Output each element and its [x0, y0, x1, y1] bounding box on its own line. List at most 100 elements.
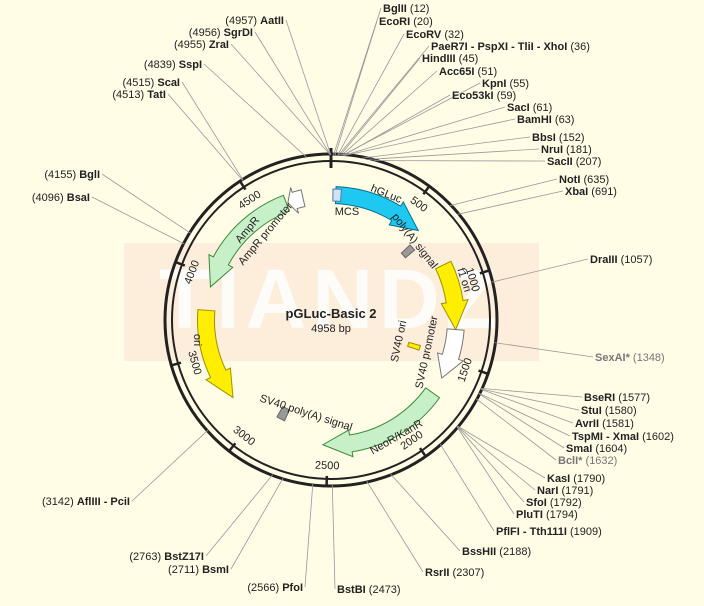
site-enzyme: AflIII - PciI: [77, 496, 130, 508]
site-label-sfoi: SfoI (1792): [526, 497, 582, 509]
site-enzyme: BclI*: [558, 455, 583, 467]
site-label-saci: SacI (61): [507, 102, 552, 114]
feature-label-mcs: MCS: [335, 206, 359, 218]
site-position: (2188): [496, 546, 531, 558]
site-enzyme: ScaI: [157, 77, 180, 89]
site-enzyme: RsrII: [425, 567, 449, 579]
site-leader: [457, 426, 545, 478]
site-leader: [206, 474, 273, 556]
site-position: (51): [474, 66, 497, 78]
site-label-bsshii: BssHII (2188): [462, 546, 531, 558]
site-leader: [458, 191, 563, 214]
site-enzyme: StuI: [581, 405, 602, 417]
site-label-paer7i-pspxi-tlii-xhoi: PaeR7I - PspXI - TliI - XhoI (36): [431, 41, 590, 53]
site-enzyme: SgrDI: [224, 27, 253, 39]
site-position: (1790): [570, 473, 605, 485]
site-label-kasi: KasI (1790): [547, 473, 605, 485]
site-position: (4155): [44, 169, 79, 181]
site-enzyme: BglI: [79, 169, 100, 181]
site-label-tspmi-xmai: TspMI - XmaI (1602): [572, 431, 674, 443]
site-enzyme: BsaI: [67, 192, 90, 204]
site-leader: [457, 426, 535, 490]
site-leader: [168, 94, 243, 181]
site-leader: [457, 426, 524, 502]
site-position: (1602): [639, 431, 674, 443]
site-label-nrui: NruI (181): [541, 144, 592, 156]
site-leader: [479, 394, 564, 449]
site-label-sacii: SacII (207): [547, 156, 601, 168]
site-enzyme: BglII: [383, 3, 407, 15]
site-label-bseri: BseRI (1577): [584, 392, 650, 404]
site-leader: [450, 179, 557, 206]
site-enzyme: NruI: [541, 144, 563, 156]
site-position: (3142): [42, 496, 77, 508]
site-position: (12): [407, 3, 430, 15]
site-position: (61): [530, 102, 553, 114]
site-leader: [332, 485, 335, 589]
site-leader: [182, 82, 243, 180]
site-position: (635): [580, 174, 609, 186]
site-enzyme: BstBI: [337, 584, 366, 596]
site-position: (1577): [615, 392, 650, 404]
site-leader: [481, 388, 582, 397]
site-leader: [440, 444, 494, 531]
site-enzyme: AvrII: [575, 418, 599, 430]
site-position: (4515): [123, 77, 158, 89]
site-label-hindiii: HindIII (45): [422, 53, 478, 65]
site-position: (2566): [247, 582, 282, 594]
site-enzyme: KpnI: [482, 78, 506, 90]
tick-label: 2500: [315, 460, 340, 473]
site-label-draiii: DraIII (1057): [590, 254, 652, 266]
feature-mcs: [333, 189, 342, 201]
feature-label-ori: ori: [191, 334, 203, 346]
site-position: (1909): [567, 526, 602, 538]
feature-label-sv40polya: SV40 poly(A) signal: [258, 393, 354, 434]
site-position: (152): [556, 132, 585, 144]
site-position: (45): [456, 53, 479, 65]
site-leader: [305, 484, 313, 587]
site-leader: [479, 393, 570, 436]
site-label-scai: (4515) ScaI: [123, 77, 181, 89]
site-position: (2763): [129, 551, 164, 563]
site-label-bgli: (4155) BglI: [44, 169, 100, 181]
site-position: (1794): [543, 509, 578, 521]
site-position: (4957): [225, 15, 260, 27]
site-enzyme: BstZ17I: [164, 551, 204, 563]
site-position: (4513): [112, 89, 147, 101]
site-enzyme: Eco53kI: [452, 90, 494, 102]
site-enzyme: Acc65I: [439, 66, 474, 78]
site-leader: [343, 95, 450, 156]
site-leader: [457, 427, 514, 514]
site-position: (1791): [558, 485, 593, 497]
site-enzyme: HindIII: [422, 53, 456, 65]
site-label-sgrdi: (4956) SgrDI: [189, 27, 253, 39]
site-label-avrii: AvrII (1581): [575, 418, 634, 430]
site-position: (2473): [366, 584, 401, 596]
site-label-afliii-pcii: (3142) AflIII - PciI: [42, 496, 130, 508]
site-enzyme: PflFI - Tth111I: [496, 526, 567, 538]
site-label-tati: (4513) TatI: [112, 89, 166, 101]
site-label-bamhi: BamHI (63): [517, 114, 574, 126]
site-label-smai: SmaI (1604): [566, 443, 627, 455]
site-label-aatii: (4957) AatII: [225, 15, 284, 27]
site-label-pfoi: (2566) PfoI: [247, 582, 303, 594]
site-enzyme: TspMI - XmaI: [572, 431, 639, 443]
site-enzyme: EcoRV: [406, 29, 442, 41]
site-label-pluti: PluTI (1794): [516, 509, 578, 521]
site-position: (4955): [174, 39, 209, 51]
site-leader: [391, 474, 461, 551]
site-leader: [92, 197, 185, 244]
site-label-kpni: KpnI (55): [482, 78, 529, 90]
site-enzyme: DraIII: [590, 254, 618, 266]
plasmid-length: 4958 bp: [311, 323, 351, 335]
site-position: (2711): [168, 564, 202, 576]
site-label-bsmi: (2711) BsmI: [168, 564, 229, 576]
site-leader: [132, 430, 208, 501]
site-label-noti: NotI (635): [559, 174, 609, 186]
site-position: (181): [563, 144, 592, 156]
site-enzyme: NarI: [537, 485, 558, 497]
site-leader: [344, 107, 505, 156]
site-enzyme: SacII: [547, 156, 573, 168]
site-position: (1632): [582, 455, 617, 467]
